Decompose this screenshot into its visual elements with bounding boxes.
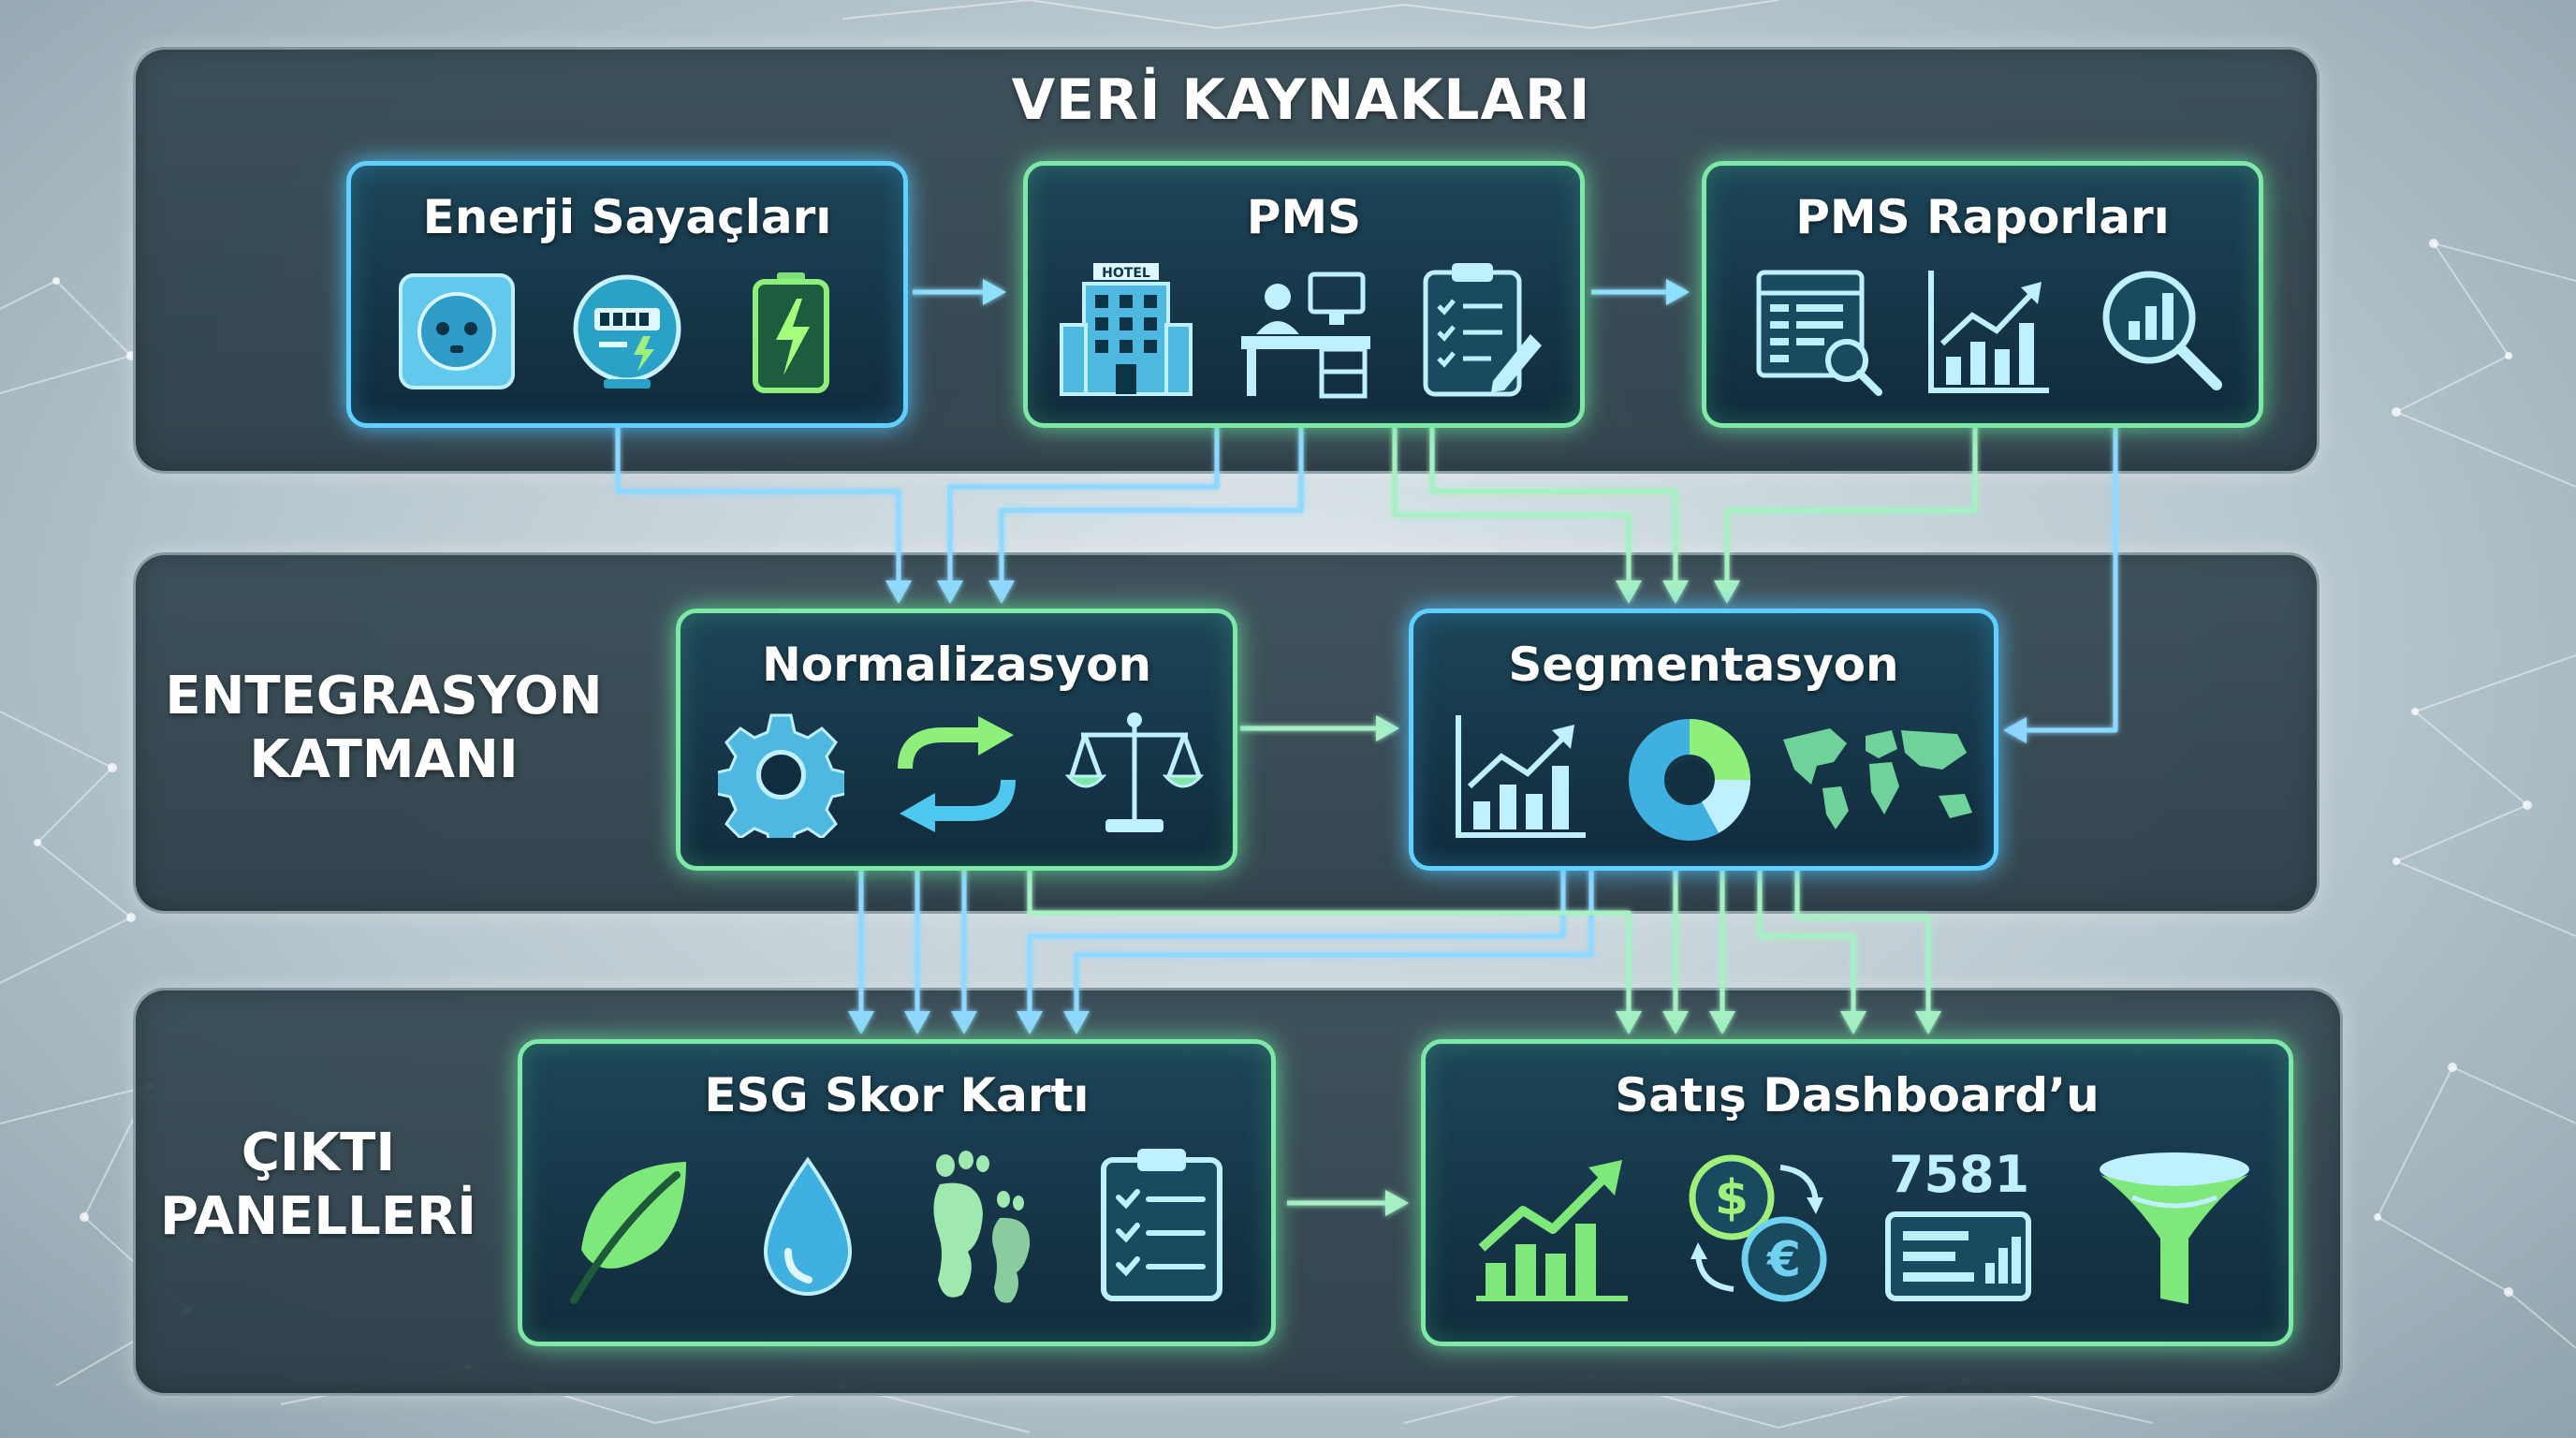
currency-exchange-icon: $ € (1689, 1154, 1827, 1302)
pms-reports-node: PMS Raporları (1702, 161, 2263, 428)
battery-icon (753, 272, 829, 393)
hotel-building-icon: HOTEL (1060, 263, 1193, 396)
footprint-icon (933, 1151, 1031, 1303)
euro-symbol: € (1766, 1232, 1801, 1288)
pms-node: PMS HOTEL (1023, 161, 1585, 428)
kpi-number-icon (1885, 1211, 2031, 1301)
esg-scorecard-node: ESG Skor Kartı (518, 1039, 1276, 1346)
water-drop-icon (763, 1156, 853, 1296)
checklist-icon (1101, 1149, 1222, 1301)
output-label-line1: ÇIKTI (241, 1123, 396, 1183)
esg-scorecard-title: ESG Skor Kartı (704, 1068, 1090, 1123)
hotel-sign-text: HOTEL (1102, 266, 1150, 281)
growth-chart-icon (1928, 271, 2049, 393)
gear-icon (718, 713, 844, 838)
output-panels-label: ÇIKTI PANELLERİ (150, 1122, 487, 1249)
sales-dashboard-title: Satış Dashboard’u (1615, 1068, 2100, 1123)
segmentation-node: Segmentasyon (1409, 609, 1998, 871)
normalization-title: Normalizasyon (761, 638, 1152, 692)
front-desk-icon (1241, 271, 1370, 399)
report-table-icon (1756, 270, 1882, 396)
magnifier-chart-icon (2102, 271, 2222, 390)
sales-dashboard-node: Satış Dashboard’u $ € 7581 (1421, 1039, 2293, 1346)
donut-chart-icon (1629, 719, 1750, 841)
growth-chart-icon (1476, 1160, 1628, 1301)
pms-reports-title: PMS Raporları (1795, 190, 2170, 244)
integration-label-line1: ENTEGRASYON (165, 666, 603, 726)
segmentation-title: Segmentasyon (1508, 638, 1899, 692)
normalization-node: Normalizasyon (676, 609, 1237, 871)
integration-layer-label: ENTEGRASYON KATMANI (159, 665, 608, 792)
sync-arrows-icon (898, 716, 1016, 832)
kpi-number-text: 7581 (1888, 1145, 2030, 1204)
energy-meters-title: Enerji Sayaçları (422, 190, 832, 244)
output-label-line2: PANELLERİ (160, 1186, 476, 1247)
checklist-clipboard-icon (1423, 263, 1542, 397)
leaf-icon (570, 1162, 686, 1304)
energy-meter-icon (573, 274, 681, 389)
pms-title: PMS (1246, 190, 1362, 244)
funnel-icon (2100, 1152, 2249, 1304)
power-outlet-icon (399, 273, 515, 389)
energy-meters-node: Enerji Sayaçları (346, 161, 908, 428)
bar-chart-icon (1456, 715, 1586, 838)
integration-label-line2: KATMANI (249, 729, 519, 790)
world-map-icon (1783, 728, 1972, 829)
data-sources-title: VERİ KAYNAKLARI (1011, 67, 1591, 133)
balance-scale-icon (1064, 712, 1205, 832)
dollar-symbol: $ (1715, 1170, 1749, 1226)
